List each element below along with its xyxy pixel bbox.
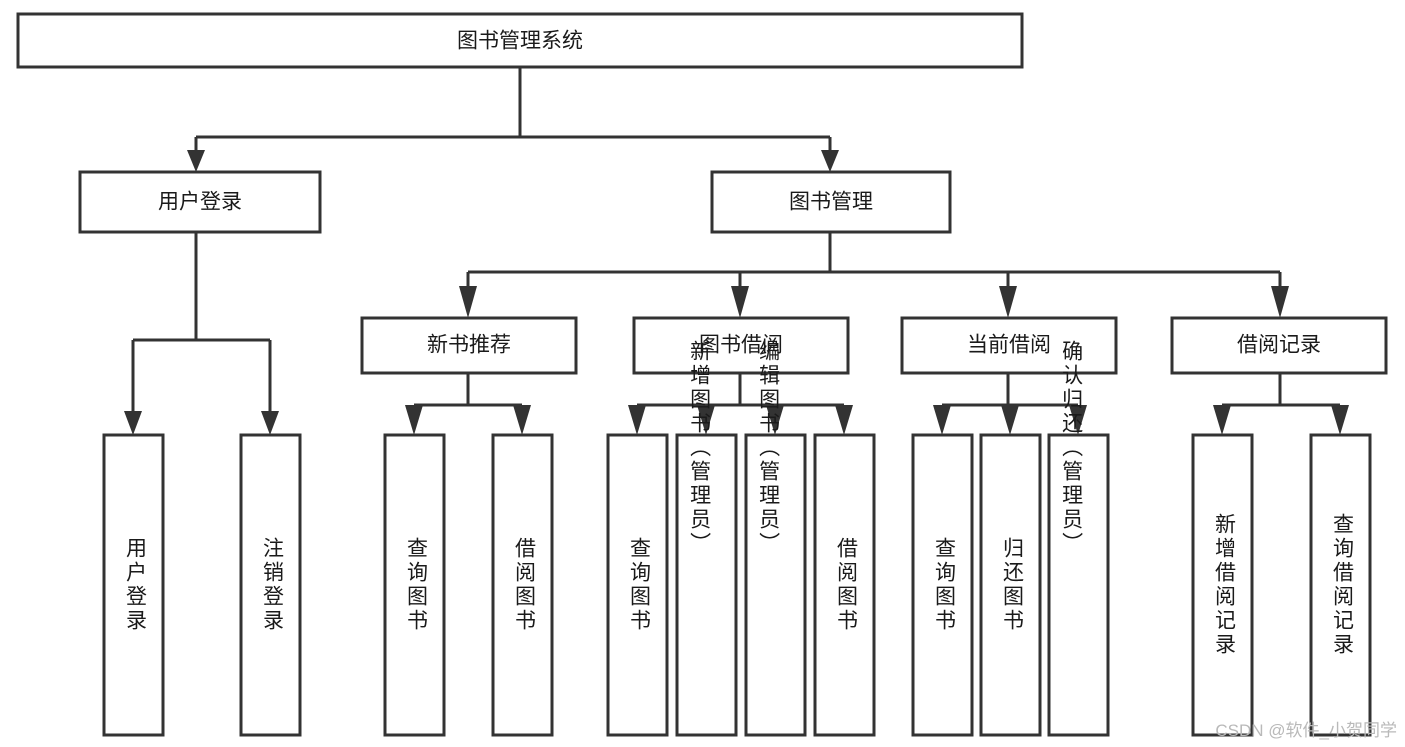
arrow-borrow-record-leaf-1: [1213, 405, 1231, 435]
node-book-management-label: 图书管理: [789, 191, 873, 214]
leaf-bookborrow-edit-box: [744, 433, 807, 737]
node-root-book-management-system[interactable]: 图书管理系统: [16, 12, 1024, 69]
leaf-currentborrow-confirm-label: 确认归还（管理员）: [1060, 340, 1084, 556]
arrow-current-borrow-leaf-3: [1069, 405, 1087, 435]
leaf-user-login-box: [102, 433, 165, 737]
leaf-node[interactable]: 归还图书: [979, 433, 1042, 737]
arrow-book-borrow-leaf-2: [697, 405, 715, 435]
leaf-node[interactable]: 用户登录: [102, 433, 165, 737]
leaf-currentborrow-return-label: 归还图书: [1000, 537, 1024, 633]
leaf-newbook-borrow-box: [491, 433, 554, 737]
node-borrow-record-label: 借阅记录: [1237, 334, 1321, 357]
connector-layer: [124, 67, 1349, 435]
node-user-login-box: [78, 170, 322, 234]
node-book-borrow-box: [632, 316, 850, 375]
arrow-new-book-leaf-2: [513, 405, 531, 435]
leaf-record-query-box: [1309, 433, 1372, 737]
node-user-login-label: 用户登录: [158, 191, 242, 214]
node-borrow-record[interactable]: 借阅记录: [1170, 316, 1388, 375]
arrow-current-borrow-leaf-2: [1001, 405, 1019, 435]
leaf-record-add-box: [1191, 433, 1254, 737]
node-new-book-recommend-box: [360, 316, 578, 375]
leaf-currentborrow-confirm-box: [1047, 433, 1110, 737]
node-new-book-recommend-label: 新书推荐: [427, 334, 511, 357]
leaf-node[interactable]: 查询借阅记录: [1309, 433, 1372, 737]
node-book-borrow[interactable]: 图书借阅: [632, 316, 850, 375]
arrow-book-borrow-leaf-1: [628, 405, 646, 435]
leaf-currentborrow-query-label: 查询图书: [932, 537, 956, 633]
arrow-borrow-record-leaf-2: [1331, 405, 1349, 435]
leaf-bookborrow-add-box: [675, 433, 738, 737]
node-book-borrow-label: 图书借阅: [699, 334, 783, 357]
arrow-book-borrow-leaf-3: [766, 405, 784, 435]
leaf-node[interactable]: 查询图书: [606, 433, 669, 737]
arrow-book-mgmt-to-borrow-record: [1271, 286, 1289, 318]
csdn-watermark: CSDN @软件_小贺同学: [1215, 721, 1397, 740]
leaf-currentborrow-return-box: [979, 433, 1042, 737]
node-book-management-box: [710, 170, 952, 234]
arrow-current-borrow-leaf-1: [933, 405, 951, 435]
leaf-newbook-borrow-label: 借阅图书: [512, 537, 536, 633]
leaf-newbook-query-label: 查询图书: [404, 537, 428, 633]
arrow-new-book-leaf-1: [405, 405, 423, 435]
arrow-user-login-leaf-2: [261, 411, 279, 435]
leaf-record-query-label: 查询借阅记录: [1330, 513, 1354, 657]
node-current-borrow[interactable]: 当前借阅: [900, 316, 1118, 375]
leaf-bookborrow-edit-label: 编辑图书（管理员）: [757, 340, 781, 556]
node-book-management[interactable]: 图书管理: [710, 170, 952, 234]
arrow-root-to-book-mgmt: [821, 150, 839, 172]
leaf-bookborrow-borrow-box: [813, 433, 876, 737]
leaf-currentborrow-query-box: [911, 433, 974, 737]
leaf-node[interactable]: 查询图书: [383, 433, 446, 737]
node-new-book-recommend[interactable]: 新书推荐: [360, 316, 578, 375]
leaf-node[interactable]: 查询图书: [911, 433, 974, 737]
arrow-book-mgmt-to-book-borrow: [731, 286, 749, 318]
leaf-logout-label: 注销登录: [260, 537, 284, 633]
node-borrow-record-box: [1170, 316, 1388, 375]
node-root-label: 图书管理系统: [457, 30, 583, 53]
arrow-book-borrow-leaf-4: [835, 405, 853, 435]
leaf-record-add-label: 新增借阅记录: [1212, 513, 1236, 657]
node-root-box: [16, 12, 1024, 69]
leaf-node[interactable]: 编辑图书（管理员）: [744, 340, 807, 737]
leaf-bookborrow-add-label: 新增图书（管理员）: [688, 340, 712, 556]
leaf-logout-box: [239, 433, 302, 737]
node-user-login[interactable]: 用户登录: [78, 170, 322, 234]
leaf-user-login-label: 用户登录: [123, 537, 147, 633]
arrow-book-mgmt-to-new-book: [459, 286, 477, 318]
leaf-node[interactable]: 新增借阅记录: [1191, 433, 1254, 737]
leaf-node[interactable]: 借阅图书: [813, 433, 876, 737]
leaf-bookborrow-borrow-label: 借阅图书: [834, 537, 858, 633]
node-current-borrow-box: [900, 316, 1118, 375]
arrow-root-to-user-login: [187, 150, 205, 172]
arrow-book-mgmt-to-current-borrow: [999, 286, 1017, 318]
leaf-node[interactable]: 注销登录: [239, 433, 302, 737]
arrow-user-login-leaf-1: [124, 411, 142, 435]
leaf-bookborrow-query-label: 查询图书: [627, 537, 651, 633]
leaf-newbook-query-box: [383, 433, 446, 737]
leaf-node[interactable]: 新增图书（管理员）: [675, 340, 738, 737]
leaf-node[interactable]: 借阅图书: [491, 433, 554, 737]
leaf-node[interactable]: 确认归还（管理员）: [1047, 340, 1110, 737]
node-current-borrow-label: 当前借阅: [967, 334, 1051, 357]
leaf-bookborrow-query-box: [606, 433, 669, 737]
